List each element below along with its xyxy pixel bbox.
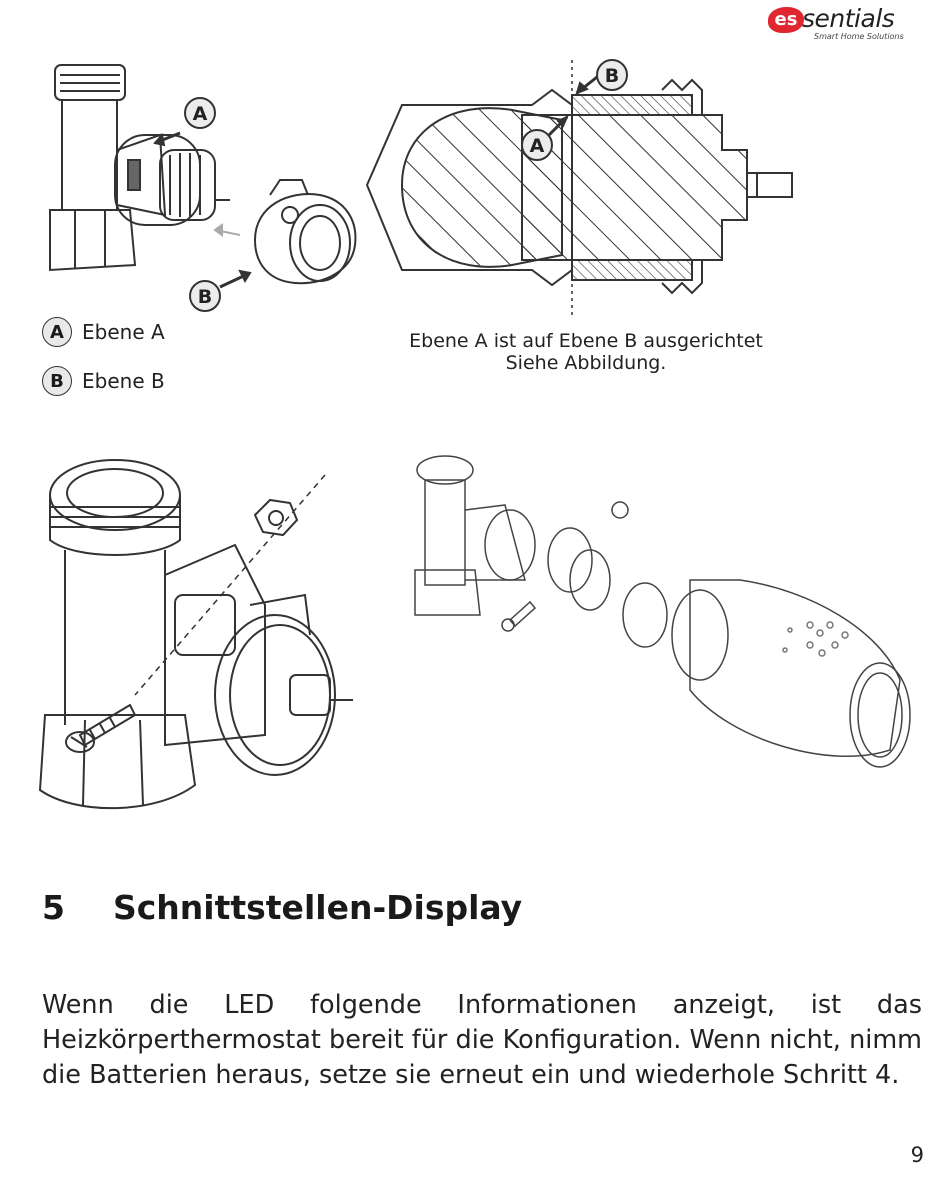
body-paragraph: Wenn die LED folgende Informationen anze… xyxy=(42,990,922,1090)
legend-item-a: A Ebene A xyxy=(42,317,165,347)
caption-line-1: Ebene A ist auf Ebene B ausgerichtet xyxy=(409,330,763,352)
legend-badge-b: B xyxy=(42,366,72,396)
figure-label-b: B xyxy=(198,286,212,308)
section-title: Schnittstellen-Display xyxy=(112,888,523,927)
legend-item-b: B Ebene B xyxy=(42,366,165,396)
section-label-b: B xyxy=(605,65,619,87)
alignment-caption: Ebene A ist auf Ebene B ausgerichtet Sie… xyxy=(386,330,786,374)
exploded-assembly-illustration xyxy=(414,455,911,768)
valve-adapter-illustration: A B xyxy=(49,64,357,312)
legend-label-a: Ebene A xyxy=(82,320,165,344)
legend-label-b: Ebene B xyxy=(82,369,165,393)
logo-wordmark: sentials xyxy=(802,4,895,33)
cross-section-illustration: B A xyxy=(365,59,793,317)
section-heading: 5 Schnittstellen-Display xyxy=(42,888,522,927)
figure-label-a: A xyxy=(193,103,208,125)
page-number: 9 xyxy=(910,1143,924,1167)
caption-line-2: Siehe Abbildung. xyxy=(505,352,667,374)
section-label-a: A xyxy=(530,135,545,157)
essentials-logo: es sentials Smart Home Solutions xyxy=(768,4,928,44)
legend-badge-a: A xyxy=(42,317,72,347)
section-number: 5 xyxy=(42,888,65,927)
logo-badge: es xyxy=(768,7,804,33)
logo-tagline: Smart Home Solutions xyxy=(814,32,904,41)
valve-screw-illustration xyxy=(38,459,353,810)
